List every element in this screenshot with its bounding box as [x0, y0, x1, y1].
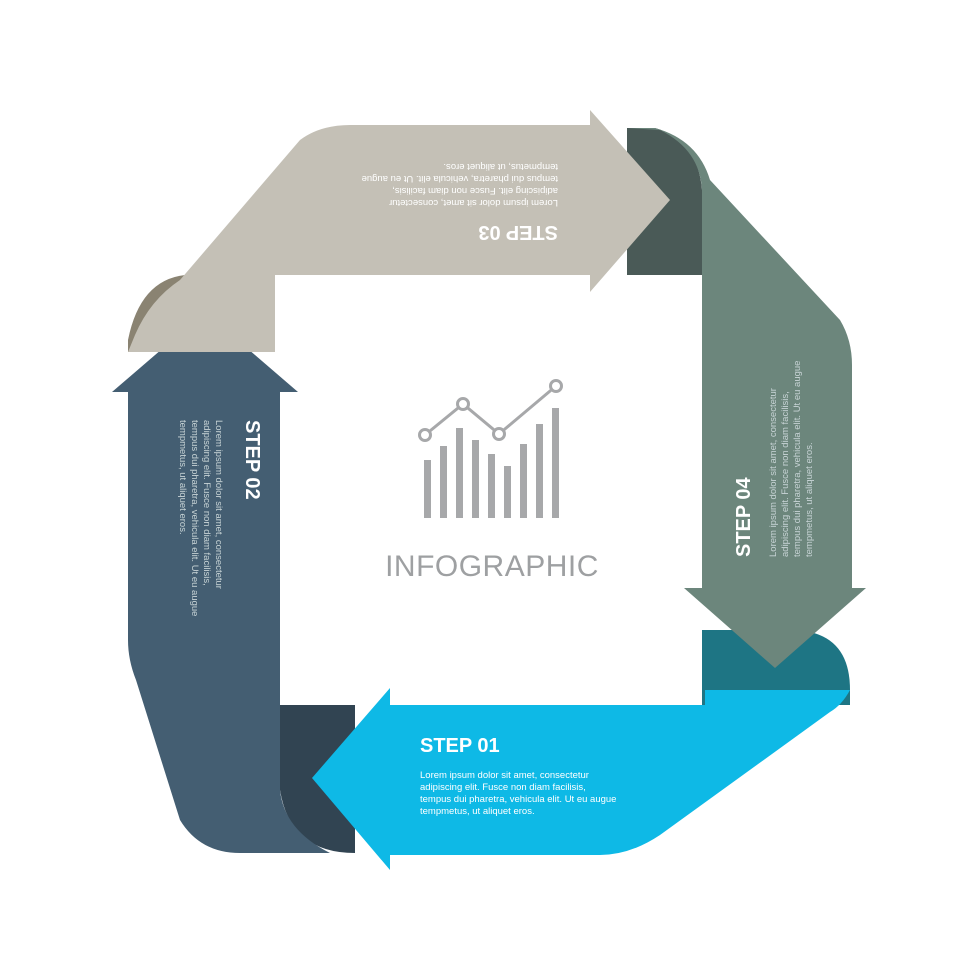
icon-bar: [504, 466, 511, 518]
step1-body-line: Lorem ipsum dolor sit amet, consectetur: [420, 770, 589, 781]
icon-bar: [552, 408, 559, 518]
step3-title: STEP 03: [478, 221, 558, 243]
step3-body-line: Lorem ipsum dolor sit amet, consectetur: [389, 197, 558, 208]
icon-trend-line: [424, 384, 557, 437]
step4-title: STEP 04: [733, 476, 755, 557]
step3-body-line: tempmetus, ut aliquet eros.: [443, 161, 558, 172]
step1-body-line: tempus dui pharetra, vehicula elit. Ut e…: [420, 794, 616, 805]
icon-trend-point: [549, 379, 563, 393]
icon-bar: [536, 424, 543, 518]
step2-body-line: tempus dui pharetra, vehicula elit. Ut e…: [189, 420, 200, 616]
step3-arrow: [128, 110, 670, 352]
icon-bar: [424, 460, 431, 518]
step2-body-line: tempmetus, ut aliquet eros.: [177, 420, 188, 535]
step2-title: STEP 02: [241, 420, 263, 500]
step4-arrow: [627, 128, 866, 668]
step4-body-line: tempmetus, ut aliquet eros.: [804, 442, 815, 557]
step4-body-line: tempus dui pharetra, vehicula elit. Ut e…: [792, 361, 803, 557]
step3-body-line: adipiscing elit. Fusce non diam facilisi…: [392, 185, 558, 196]
icon-bar: [520, 444, 527, 518]
icon-bar: [472, 440, 479, 518]
step3-text: STEP 03 Lorem ipsum dolor sit amet, cons…: [362, 161, 558, 243]
step1-title: STEP 01: [420, 735, 500, 757]
icon-bar: [440, 446, 447, 518]
icon-trend-point: [418, 428, 432, 442]
step4-body-line: Lorem ipsum dolor sit amet, consectetur: [768, 388, 779, 557]
step4-text: STEP 04 Lorem ipsum dolor sit amet, cons…: [733, 361, 815, 557]
step1-body-line: adipiscing elit. Fusce non diam facilisi…: [420, 782, 586, 793]
step1-arrow: [312, 688, 850, 870]
icon-bar: [488, 454, 495, 518]
step2-text: STEP 02 Lorem ipsum dolor sit amet, cons…: [177, 420, 263, 616]
icon-trend-point: [492, 427, 506, 441]
step1-fold: [702, 630, 850, 705]
step3-body-line: tempus dui pharetra, vehicula elit. Ut e…: [362, 173, 558, 184]
step2-body-line: Lorem ipsum dolor sit amet, consectetur: [213, 420, 224, 589]
step2-body-line: adipiscing elit. Fusce non diam facilisi…: [201, 420, 212, 586]
icon-trend-point: [456, 397, 470, 411]
step1-body-line: tempmetus, ut aliquet eros.: [420, 806, 535, 817]
step2-arrow: [112, 312, 330, 853]
step1-text: STEP 01 Lorem ipsum dolor sit amet, cons…: [420, 735, 616, 817]
center-title: INFOGRAPHIC: [385, 550, 599, 583]
bar-chart-trend-icon: [418, 379, 563, 518]
icon-bar: [456, 428, 463, 518]
step4-body-line: adipiscing elit. Fusce non diam facilisi…: [780, 391, 791, 557]
